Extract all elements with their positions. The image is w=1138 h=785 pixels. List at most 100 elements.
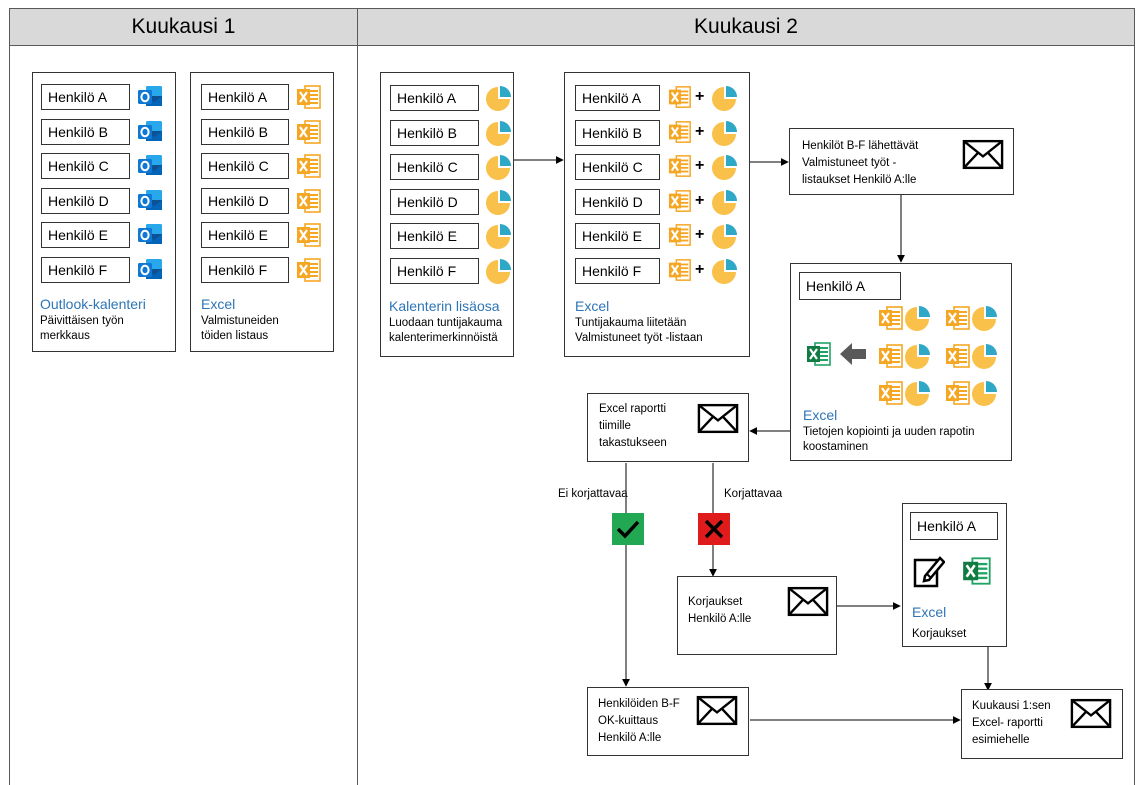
pie-chart-icon [486, 154, 512, 180]
person-box: Henkilö B [41, 119, 130, 145]
outlook-icon [136, 83, 164, 111]
excel-icon [945, 380, 971, 406]
pie-chart-icon [712, 120, 738, 146]
step-text: OK-kuittaus [598, 715, 659, 727]
excel-icon [668, 120, 692, 144]
person-box: Henkilö C [575, 154, 660, 180]
step-text: Excel raportti [599, 403, 667, 415]
person-box: Henkilö F [390, 258, 479, 284]
envelope-icon [697, 403, 739, 434]
lane-title-month2: Kuukausi 2 [694, 15, 798, 38]
person-box: Henkilö A [799, 272, 901, 300]
decision-label-no-fix: Ei korjattavaa [558, 488, 628, 500]
panel-description: töiden listaus [201, 330, 269, 342]
lane-header-month1: Kuukausi 1 [9, 8, 358, 46]
panel-title: Excel [201, 296, 236, 312]
pie-chart-icon [486, 120, 512, 146]
panel-description: kalenterimerkinnöistä [389, 332, 498, 344]
excel-icon [668, 189, 692, 213]
checkmark-icon [612, 513, 644, 545]
person-box: Henkilö E [201, 222, 289, 248]
excel-icon [878, 380, 904, 406]
pie-chart-icon [712, 189, 738, 215]
panel-title: Excel [803, 407, 838, 423]
plus-sign: + [695, 88, 705, 105]
plus-sign: + [695, 123, 705, 140]
person-box: Henkilö A [910, 512, 998, 540]
lane-divider-right [1134, 46, 1135, 785]
excel-icon [296, 257, 322, 283]
excel-icon [296, 84, 322, 110]
excel-icon [962, 556, 992, 586]
outlook-icon [136, 221, 164, 249]
decision-label-fix: Korjattavaa [724, 488, 783, 500]
step-text: Valmistuneet työt - [802, 157, 897, 169]
lane-divider-left [9, 46, 10, 785]
person-box: Henkilö E [390, 223, 479, 249]
person-box: Henkilö B [201, 119, 289, 145]
pie-chart-icon [712, 258, 738, 284]
person-box: Henkilö A [575, 85, 660, 111]
envelope-icon [787, 586, 829, 617]
excel-icon [945, 343, 971, 369]
pie-chart-icon [712, 85, 738, 111]
pie-chart-icon [486, 85, 512, 111]
step-text: tiimille [599, 420, 631, 432]
person-box: Henkilö A [41, 84, 130, 110]
pie-chart-icon [712, 223, 738, 249]
step-text: listaukset Henkilö A:lle [802, 174, 917, 186]
plus-sign: + [695, 157, 705, 174]
pie-chart-icon [972, 305, 998, 331]
pie-chart-icon [905, 380, 931, 406]
envelope-icon [696, 695, 738, 726]
panel-description: Valmistuneiden [201, 315, 279, 327]
plus-sign: + [695, 261, 705, 278]
person-box: Henkilö F [575, 258, 660, 284]
panel-title: Kalenterin lisäosa [389, 298, 500, 314]
outlook-icon [136, 256, 164, 284]
step-text: esimiehelle [972, 734, 1030, 746]
pie-chart-icon [972, 380, 998, 406]
excel-icon [668, 223, 692, 247]
pie-chart-icon [905, 343, 931, 369]
excel-icon [296, 119, 322, 145]
panel-description: Tietojen kopiointi ja uuden rapotin [803, 426, 975, 438]
person-box: Henkilö E [41, 222, 130, 248]
outlook-icon [136, 118, 164, 146]
person-box: Henkilö D [390, 189, 479, 215]
person-box: Henkilö B [390, 120, 479, 146]
panel-description: Tuntijakauma liitetään [575, 317, 687, 329]
person-box: Henkilö C [201, 153, 289, 179]
person-box: Henkilö E [575, 223, 660, 249]
panel-title: Excel [575, 298, 610, 314]
panel-title: Excel [912, 604, 947, 620]
pie-chart-icon [905, 305, 931, 331]
step-text: Kuukausi 1:sen [972, 700, 1051, 712]
pie-chart-icon [972, 343, 998, 369]
person-box: Henkilö D [575, 189, 660, 215]
excel-icon [668, 154, 692, 178]
pie-chart-icon [486, 223, 512, 249]
panel-description: Luodaan tuntijakauma [389, 317, 503, 329]
outlook-icon [136, 187, 164, 215]
panel-description: Korjaukset [912, 628, 967, 640]
person-box: Henkilö C [390, 154, 479, 180]
pie-chart-icon [712, 154, 738, 180]
excel-icon [945, 305, 971, 331]
person-box: Henkilö A [201, 84, 289, 110]
excel-icon [878, 343, 904, 369]
person-box: Henkilö A [390, 85, 479, 111]
excel-icon [296, 153, 322, 179]
excel-icon [806, 341, 832, 367]
step-text: Henkilöiden B-F [598, 698, 680, 710]
excel-icon [296, 222, 322, 248]
excel-icon [296, 188, 322, 214]
lane-header-month2: Kuukausi 2 [357, 8, 1135, 46]
person-box: Henkilö F [201, 257, 289, 283]
step-text: takastukseen [599, 437, 667, 449]
plus-sign: + [695, 226, 705, 243]
excel-icon [668, 258, 692, 282]
panel-description: koostaminen [803, 441, 869, 453]
lane-title-month1: Kuukausi 1 [131, 15, 236, 38]
